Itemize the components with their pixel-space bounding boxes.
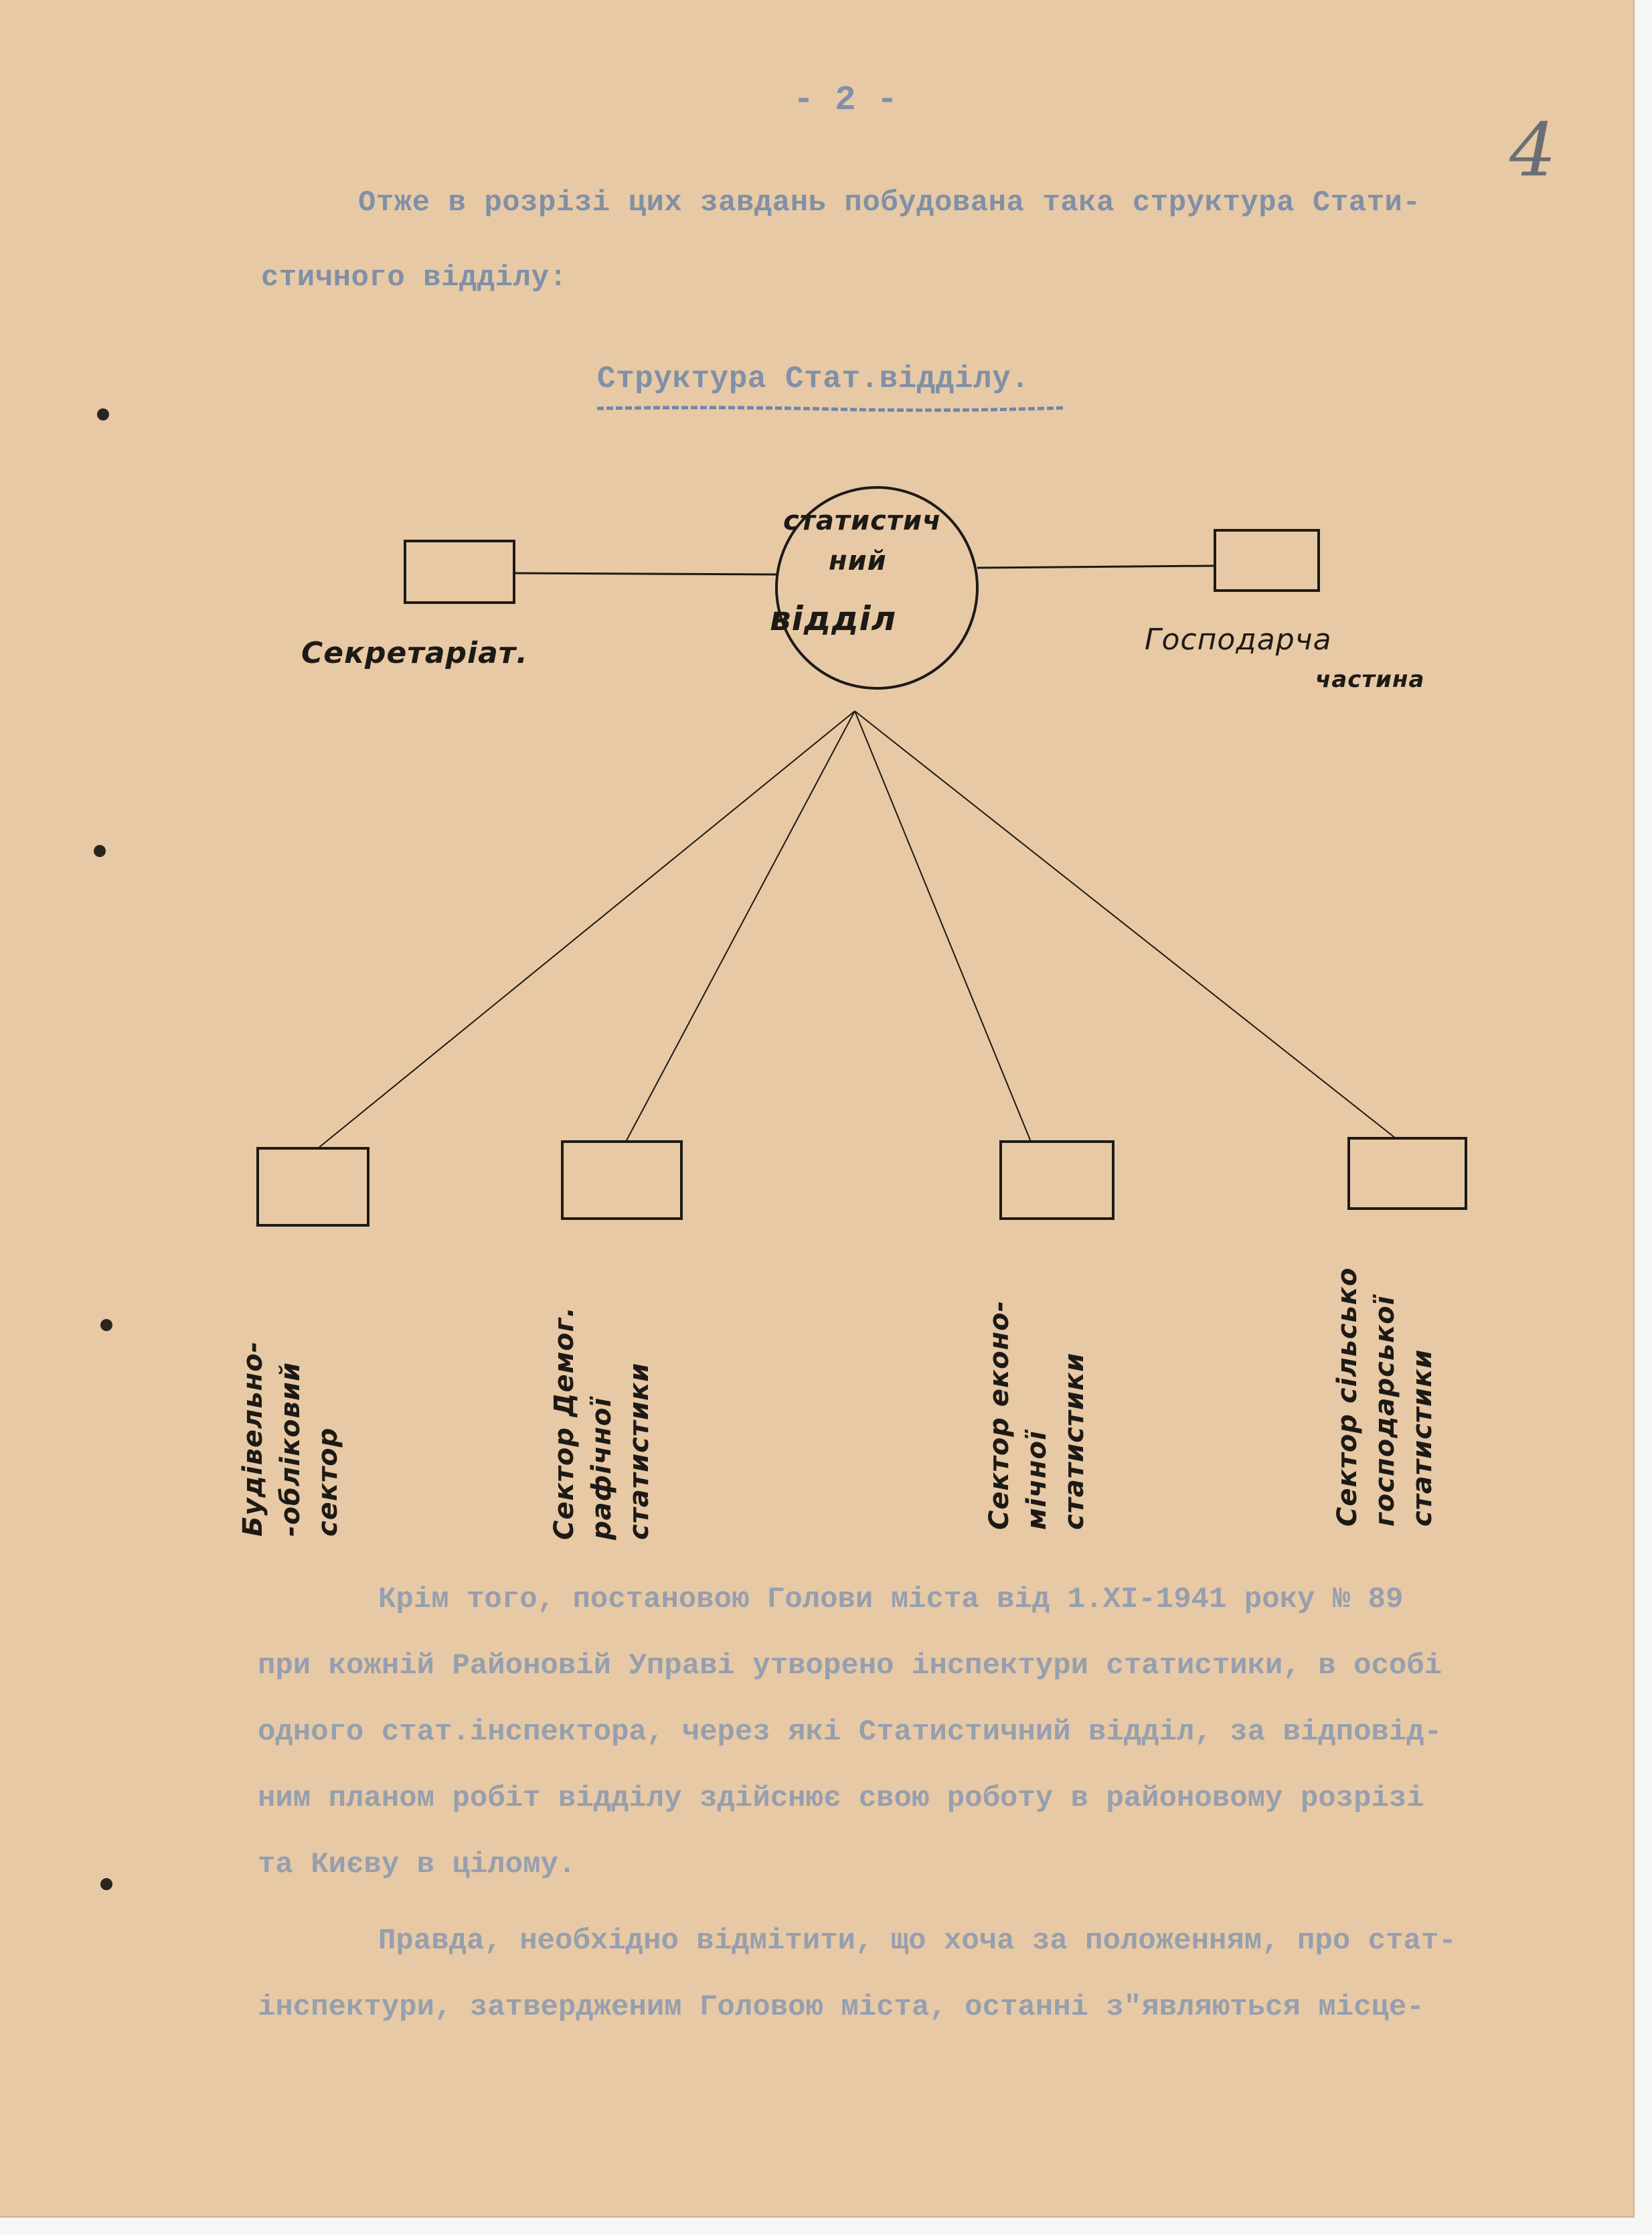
center-node-line-2: ний bbox=[829, 546, 887, 576]
link-sector-4 bbox=[854, 710, 1396, 1139]
sector-1-line-3: сектор bbox=[313, 1427, 343, 1537]
sector-4-line-3: статистики bbox=[1407, 1348, 1438, 1527]
paragraph-1: Крім того, постановою Голови міста від 1… bbox=[258, 1567, 1623, 1898]
household-label-line-2: частина bbox=[1315, 666, 1425, 693]
sector-4-line-2: господарської bbox=[1370, 1295, 1400, 1527]
secretariat-box bbox=[404, 540, 515, 604]
binding-hole bbox=[97, 408, 109, 420]
sector-box-1 bbox=[256, 1147, 369, 1227]
link-sector-3 bbox=[854, 710, 1031, 1142]
paragraph-1-line-1: Крім того, постановою Голови міста від 1… bbox=[378, 1583, 1404, 1616]
link-right bbox=[977, 564, 1216, 569]
link-sector-1 bbox=[317, 710, 855, 1149]
sector-label-2: Сектор Демог. рафічної статистики bbox=[546, 1306, 658, 1540]
center-node-line-1: статистич bbox=[783, 506, 942, 536]
binding-hole bbox=[100, 1878, 112, 1890]
center-node-circle bbox=[775, 486, 979, 690]
sector-3-line-2: мічної bbox=[1021, 1430, 1052, 1530]
sector-2-line-2: рафічної bbox=[586, 1397, 617, 1540]
sector-2-line-3: статистики bbox=[624, 1362, 655, 1540]
sector-3-line-3: статистики bbox=[1059, 1352, 1090, 1530]
sector-box-4 bbox=[1347, 1137, 1467, 1210]
sector-label-1: Будівельно- -обліковий сектор bbox=[234, 1341, 347, 1537]
sector-label-3: Сектор еконо- мічної статистики bbox=[981, 1300, 1093, 1530]
link-sector-2 bbox=[625, 710, 855, 1142]
sector-box-2 bbox=[561, 1140, 683, 1220]
paragraph-1-line-4: ним планом робіт відділу здійснює свою р… bbox=[258, 1782, 1424, 1815]
sector-box-3 bbox=[999, 1140, 1114, 1220]
household-label-line-1: Господарча bbox=[1145, 623, 1332, 657]
sector-label-4: Сектор сільсько господарської статистики bbox=[1329, 1267, 1441, 1527]
paragraph-2-line-1: Правда, необхідно відмітити, що хоча за … bbox=[378, 1924, 1457, 1958]
sector-1-line-1: Будівельно- bbox=[238, 1340, 268, 1537]
intro-line-1: Отже в розрізі цих завдань побудована та… bbox=[358, 186, 1421, 220]
center-node-line-3: відділ bbox=[770, 599, 897, 638]
paragraph-1-line-3: одного стат.інспектора, через які Статис… bbox=[258, 1715, 1442, 1749]
sector-3-line-1: Сектор еконо- bbox=[984, 1300, 1015, 1530]
household-box bbox=[1214, 529, 1320, 592]
paragraph-1-line-2: при кожній Районовій Управі утворено інс… bbox=[258, 1649, 1442, 1683]
intro-line-2: стичного відділу: bbox=[261, 261, 568, 295]
paragraph-1-line-5: та Києву в цілому. bbox=[258, 1848, 576, 1881]
title-underline bbox=[597, 406, 1066, 412]
link-left bbox=[513, 572, 777, 576]
binding-hole bbox=[100, 1319, 112, 1331]
paragraph-2: Правда, необхідно відмітити, що хоча за … bbox=[258, 1908, 1623, 2041]
structure-title: Структура Стат.відділу. bbox=[597, 362, 1030, 396]
paragraph-2-line-2: інспектури, затвердженим Головою міста, … bbox=[258, 1991, 1424, 2024]
secretariat-label: Секретаріат. bbox=[301, 636, 529, 670]
binding-hole bbox=[94, 845, 106, 857]
margin-page-number: 4 bbox=[1509, 107, 1556, 193]
sector-2-line-1: Сектор Демог. bbox=[549, 1306, 580, 1540]
sector-4-line-1: Сектор сільсько bbox=[1332, 1267, 1363, 1527]
sector-1-line-2: -обліковий bbox=[275, 1361, 306, 1537]
page-number: - 2 - bbox=[793, 80, 898, 120]
